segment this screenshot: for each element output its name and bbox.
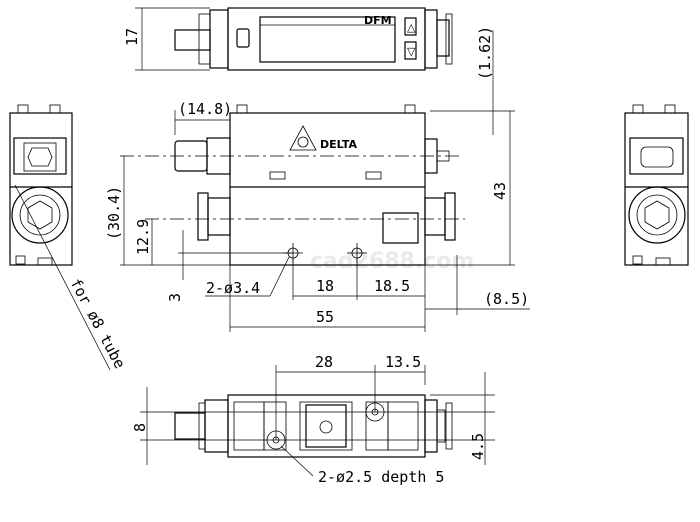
dim-pitch-135: 13.5: [385, 353, 421, 371]
dim-offset-162: (1.62): [476, 26, 494, 80]
watermark: cad2688.com: [310, 249, 474, 274]
up-arrow-icon: △: [407, 21, 416, 34]
dim-center-129: 12.9: [134, 219, 152, 255]
dim-offset-85: (8.5): [484, 290, 529, 308]
front-view: DELTA 43 (30.4) 12.9 3 (14.8) 18 18.5: [105, 100, 530, 332]
right-side-view: [624, 104, 689, 266]
bottom-holes-label: 2-ø2.5 depth 5: [318, 468, 444, 486]
dim-hole-3: 3: [166, 293, 184, 302]
dim-center-304: (30.4): [105, 186, 123, 240]
dim-pitch-185: 18.5: [374, 277, 410, 295]
down-arrow-icon: ▽: [407, 45, 416, 58]
dim-top-height: 17: [123, 28, 141, 46]
model-label: DFM: [364, 14, 392, 27]
dim-pitch-18: 18: [316, 277, 334, 295]
top-view: DFM △ ▽ 17 (1.62): [123, 7, 494, 135]
mount-holes-label: 2-ø3.4: [206, 279, 260, 297]
brand-logo: DELTA: [320, 138, 357, 151]
dim-pitch-28: 28: [315, 353, 333, 371]
dim-width-45: 4.5: [469, 433, 487, 460]
dim-length-55: 55: [316, 308, 334, 326]
dim-width-8: 8: [131, 423, 149, 432]
dim-connector-148: (14.8): [178, 100, 232, 118]
tube-note: for ø8 tube: [66, 275, 129, 371]
bottom-view: 28 13.5 8 4.5 2-ø2.5 depth 5: [131, 353, 495, 486]
dim-total-height: 43: [491, 182, 509, 200]
